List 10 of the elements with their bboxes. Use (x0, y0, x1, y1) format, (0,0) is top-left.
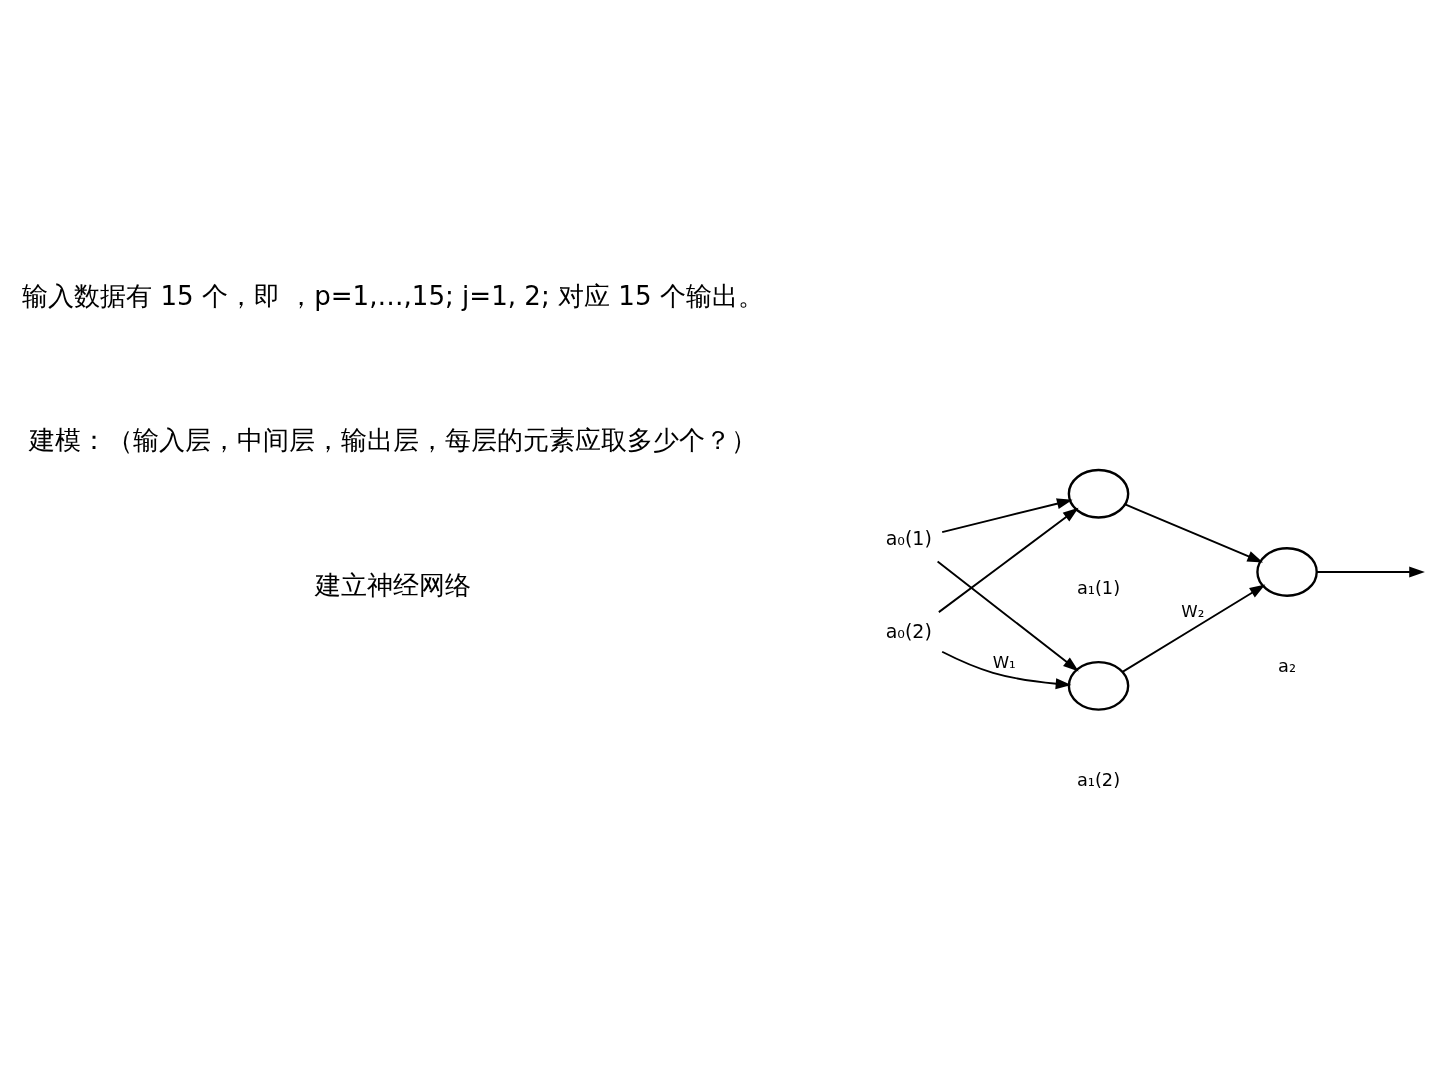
label: 建立神经网络 (314, 570, 471, 601)
label: 建模：（输入层，中间层，输出层，每层的元素应取多少个？） (28, 425, 757, 456)
node-label: a₂ (1278, 655, 1297, 677)
edge-label: W₁ (992, 653, 1016, 673)
node-text: a₀(1) (885, 526, 932, 549)
edge-label: W₂ (1181, 602, 1205, 622)
node-text: a₀(2) (885, 620, 932, 643)
node-label: a₁(2) (1076, 769, 1121, 791)
node-label: a₁(1) (1076, 576, 1121, 598)
label: 输入数据有 15 个，即 ，p=1,…,15; j=1, 2; 对应 15 个输出。 (22, 280, 764, 311)
